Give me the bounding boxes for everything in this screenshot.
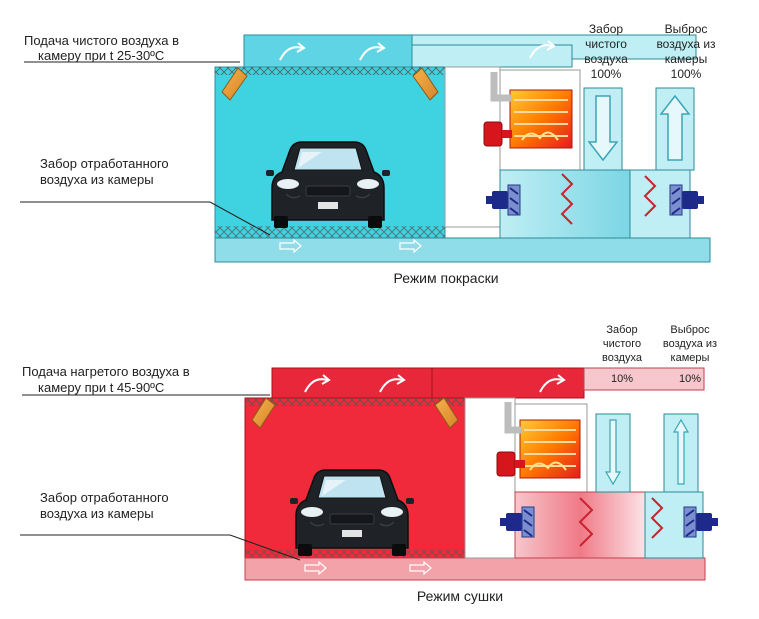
label-line: чистого — [603, 338, 641, 350]
paint-mode-caption: Режим покраски — [393, 270, 498, 286]
label-line: Забор отработанного — [40, 490, 169, 505]
label-line: воздуха — [602, 352, 643, 364]
label-line: 10% — [611, 373, 633, 385]
paint-intake-label: Забор чистого воздуха 100% — [584, 22, 628, 81]
label-line: воздуха из — [663, 338, 717, 350]
label-line: Забор — [606, 324, 637, 336]
label-line: Выброс — [665, 22, 708, 36]
dry-mode-diagram — [20, 367, 719, 581]
label-line: Подача нагретого воздуха в — [22, 364, 190, 379]
label-line: 100% — [591, 67, 622, 81]
label-line: камеры — [665, 52, 707, 66]
label-line: Подача чистого воздуха в — [24, 33, 179, 48]
label-line: Выброс — [670, 324, 710, 336]
filter-icon — [650, 497, 664, 539]
dry-outlet-label: Выброс воздуха из камеры 10% — [663, 324, 717, 385]
label-line: чистого — [585, 37, 627, 51]
label-line: воздуха из — [656, 37, 716, 51]
label-line: камеры — [671, 352, 710, 364]
label-line: воздуха из камеры — [40, 172, 154, 187]
filter-icon — [578, 497, 594, 547]
label-line: воздуха из камеры — [40, 506, 154, 521]
dry-mode-caption: Режим сушки — [417, 588, 503, 604]
paint-exhaust-label: Забор отработанного воздуха из камеры — [40, 156, 169, 187]
label-line: Забор — [589, 22, 623, 36]
paint-outlet-label: Выброс воздуха из камеры 100% — [656, 22, 716, 81]
label-line: воздуха — [584, 52, 628, 66]
filter-icon — [560, 173, 574, 225]
label-line: камеру при t 45-90ºC — [38, 380, 164, 395]
dry-exhaust-label: Забор отработанного воздуха из камеры — [40, 490, 169, 521]
down-arrow-icon — [587, 95, 619, 162]
down-arrow-icon — [604, 419, 622, 486]
filter-icon — [643, 175, 657, 217]
dry-supply-label: Подача нагретого воздуха в камеру при t … — [22, 364, 190, 395]
paint-mode-diagram — [20, 34, 711, 263]
label-line: 10% — [679, 373, 701, 385]
dry-intake-label: Забор чистого воздуха 10% — [602, 324, 643, 385]
up-arrow-icon — [672, 418, 690, 485]
label-line: камеру при t 25-30ºC — [38, 48, 164, 63]
paint-supply-label: Подача чистого воздуха в камеру при t 25… — [24, 33, 179, 63]
label-line: Забор отработанного — [40, 156, 169, 171]
label-line: 100% — [671, 67, 702, 81]
up-arrow-icon — [659, 94, 691, 161]
